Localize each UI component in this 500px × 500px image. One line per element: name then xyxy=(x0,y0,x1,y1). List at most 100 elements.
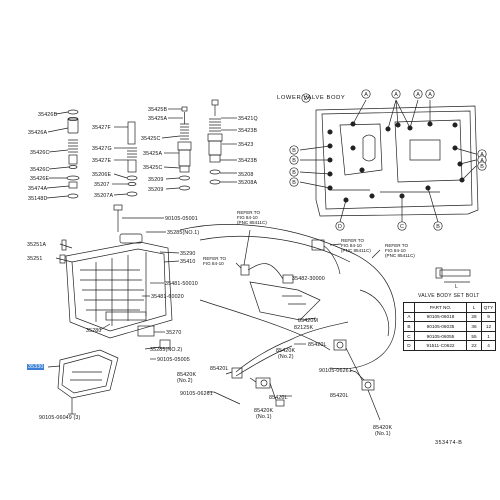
callout-ring xyxy=(335,221,345,231)
part-label-85420l-center: 85420L xyxy=(210,366,229,372)
bolt-table-cell: 90105-06018 xyxy=(414,311,467,323)
lower-valve-body-plate xyxy=(299,99,479,223)
part-label-35426e: 35426E xyxy=(30,176,50,182)
part-label-35148d: 35148D xyxy=(28,196,48,202)
bolt-table-cell: D xyxy=(403,340,415,351)
bolt-table-cell: 90105-06035 xyxy=(414,321,467,332)
part-label-35290: 35290 xyxy=(180,251,196,257)
part-label-35423b-bot: 35423B xyxy=(238,158,258,164)
part-label-85420k-bot: 85420K xyxy=(254,408,274,414)
callout-ring xyxy=(301,93,311,103)
bolt-table-cell: 1 xyxy=(481,330,496,342)
part-label-35426a: 35426A xyxy=(28,130,48,136)
part-label-85420k-no2-right-sub: (No.2) xyxy=(278,354,294,360)
bolt-table-header: L xyxy=(466,302,482,313)
callout-letter: A xyxy=(364,92,368,98)
refer-label-line: FIG 84-10 xyxy=(203,261,224,267)
part-label-85420l-bot: 85420L xyxy=(269,395,288,401)
callout-ring xyxy=(397,221,407,231)
part-label-35425c-a: 35425C xyxy=(141,136,161,142)
part-label-35425b: 35425B xyxy=(148,107,168,113)
bolt-table-header xyxy=(403,302,415,313)
callout-ring xyxy=(433,221,443,231)
part-label-35426c-top: 35426C xyxy=(30,150,50,156)
svg-text:L: L xyxy=(455,284,458,290)
callout-circle: B xyxy=(289,167,299,177)
callout-letter: D xyxy=(304,96,308,102)
bolt-table-cell: 9 xyxy=(481,311,496,323)
part-label-85420k-no2-left-sub: (No.2) xyxy=(177,378,193,384)
callout-letter: B xyxy=(292,170,296,176)
part-label-35207a: 35207A xyxy=(94,193,114,199)
bolt-table-cell: 36 xyxy=(466,321,482,332)
callout-letter: A xyxy=(394,92,398,98)
callout-circle: A xyxy=(413,89,423,99)
part-label-90105-06261-a: 90105-06261 xyxy=(180,391,213,397)
bolt-table-cell: A xyxy=(403,311,415,323)
bolt-table-cell: C xyxy=(403,330,415,342)
part-label-35423: 35423 xyxy=(238,142,254,148)
callout-ring xyxy=(413,89,423,99)
callout-ring xyxy=(289,177,299,187)
spool-stack-left xyxy=(46,109,80,199)
part-label-35474a: 35474A xyxy=(28,186,48,192)
callout-letter: B xyxy=(480,164,484,170)
callout-circle: B xyxy=(289,155,299,165)
callout-circle: A xyxy=(425,89,435,99)
part-label-35208: 35208 xyxy=(238,172,254,178)
oil-strainer xyxy=(47,349,119,415)
refer-label-line: REFER TO xyxy=(237,210,261,215)
callout-letter: A xyxy=(428,92,432,98)
part-label-35207: 35207 xyxy=(94,182,110,188)
part-label-35421q: 35421Q xyxy=(238,116,258,122)
callout-ring xyxy=(289,155,299,165)
callout-ring xyxy=(361,89,371,99)
bolt-table-header-row: PART NO. L QTY xyxy=(403,302,496,313)
callout-letter: B xyxy=(436,224,440,230)
part-label-35280: 35280 xyxy=(86,328,102,334)
part-label-35481-60020: 35481-60020 xyxy=(151,294,184,300)
callout-circle: B xyxy=(433,221,443,231)
bolt-table-cell: 12 xyxy=(481,321,496,332)
callout-letter: B xyxy=(292,180,296,186)
refer-label-line: (PNC 85411C) xyxy=(341,248,371,254)
part-label-35425a: 35425A xyxy=(148,116,168,122)
refer-label-line: FIG 84-10 xyxy=(341,243,362,249)
callout-letter: D xyxy=(338,224,342,230)
callout-ring xyxy=(477,161,487,171)
callout-circle: D xyxy=(335,221,345,231)
callout-circle: A xyxy=(391,89,401,99)
callout-circle: B xyxy=(289,177,299,187)
part-label-90105-06049: 90105-06049 (3) xyxy=(39,415,81,421)
bolt-table-cell: B xyxy=(403,321,415,332)
part-label-35209-b: 35209 xyxy=(148,187,164,193)
part-label-35285-top: 35285(NO.1) xyxy=(167,230,200,236)
callout-letter: A xyxy=(480,152,484,158)
main-valve-body xyxy=(55,204,180,360)
callout-circle: D xyxy=(301,93,311,103)
part-label-35423b-top: 35423B xyxy=(238,128,258,134)
transmission-case: L xyxy=(179,224,471,370)
part-label-35251a: 35251A xyxy=(27,242,47,248)
bolt-table-header: QTY xyxy=(481,302,496,313)
part-label-35206e: 35206E xyxy=(92,172,112,178)
callout-letter: B xyxy=(292,158,296,164)
callout-letter: C xyxy=(400,224,404,230)
callout-ring xyxy=(391,89,401,99)
part-label-35427g: 35427G xyxy=(92,146,112,152)
bolt-table-title: VALVE BODY SET BOLT xyxy=(418,293,480,299)
part-label-35425c-b: 35425C xyxy=(143,165,163,171)
part-label-35251: 35251 xyxy=(27,256,43,262)
